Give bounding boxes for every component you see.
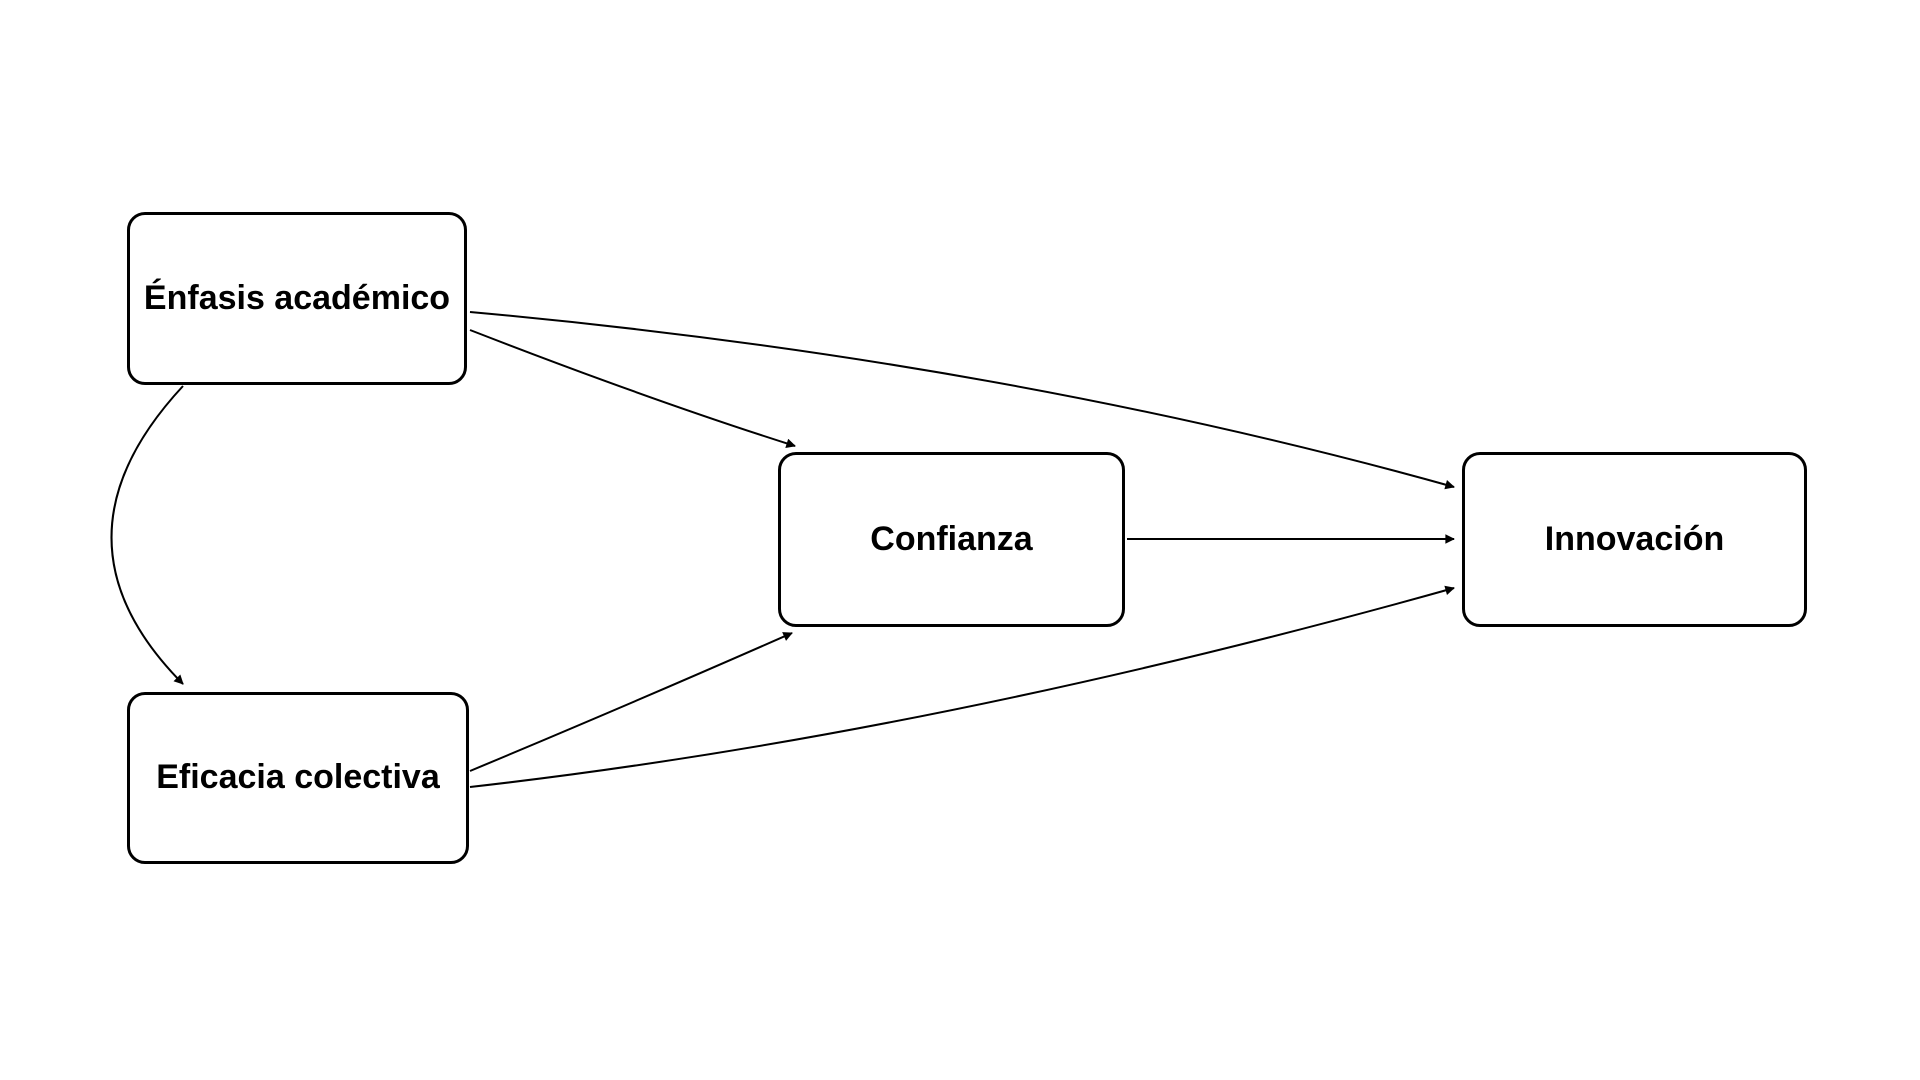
- edge-enfasis-to-confianza: [469, 329, 796, 448]
- node-enfasis-academico: Énfasis académico: [127, 212, 467, 385]
- edge-eficacia-to-innovacion: [469, 585, 1455, 788]
- node-enfasis-academico-label: Énfasis académico: [143, 278, 451, 317]
- node-eficacia-colectiva: Eficacia colectiva: [127, 692, 469, 864]
- edge-eficacia-to-confianza: [469, 632, 793, 772]
- edge-enfasis-to-innovacion: [469, 311, 1455, 490]
- node-confianza-label: Confianza: [870, 519, 1033, 558]
- node-confianza: Confianza: [778, 452, 1125, 627]
- node-innovacion-label: Innovación: [1544, 519, 1725, 558]
- edge-enfasis-to-eficacia: [110, 385, 184, 685]
- node-innovacion: Innovación: [1462, 452, 1807, 627]
- node-eficacia-colectiva-label: Eficacia colectiva: [156, 758, 440, 797]
